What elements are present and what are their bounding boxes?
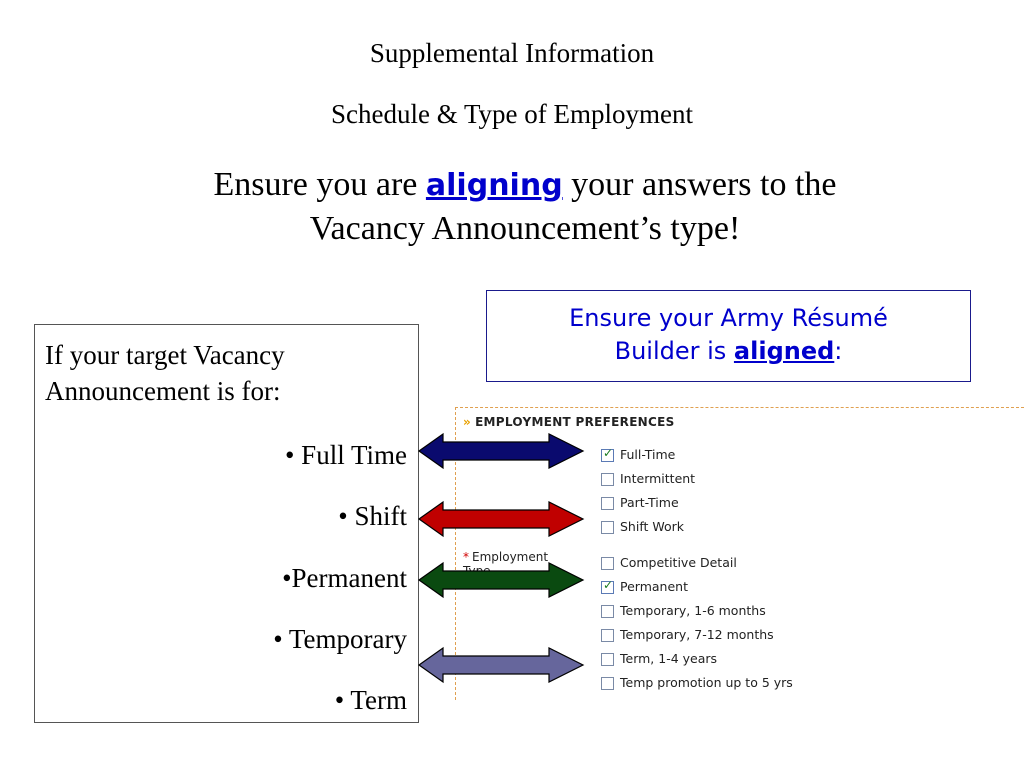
checkbox-permanent[interactable]: ✓ bbox=[601, 578, 614, 594]
employment-preferences-title: EMPLOYMENT PREFERENCES bbox=[475, 415, 675, 429]
double-arrow-full-time-icon bbox=[417, 432, 585, 470]
option-competitive-detail-label: Competitive Detail bbox=[620, 555, 737, 570]
checkbox-temporary-7-12[interactable] bbox=[601, 629, 614, 642]
vacancy-item-shift: • Shift bbox=[338, 501, 407, 531]
builder-line2-prefix: Builder is bbox=[614, 337, 734, 365]
double-chevron-right-icon: » bbox=[463, 415, 472, 429]
option-temporary-7-12-label: Temporary, 7-12 months bbox=[620, 627, 774, 642]
checkmark-icon: ✓ bbox=[603, 446, 614, 460]
headline-text-start: Ensure you are bbox=[213, 166, 426, 203]
checkbox-competitive-detail[interactable] bbox=[601, 557, 614, 570]
employment-preferences-panel: »EMPLOYMENT PREFERENCES : ✓ Full-Time In… bbox=[455, 407, 1024, 700]
headline-text-end: your answers to the bbox=[562, 166, 837, 203]
builder-callout-box: Ensure your Army Résumé Builder is align… bbox=[486, 290, 971, 382]
checkbox-temp-promotion[interactable] bbox=[601, 677, 614, 690]
checkbox-part-time[interactable] bbox=[601, 497, 614, 510]
checkmark-icon: ✓ bbox=[603, 578, 614, 592]
option-shift-work-label: Shift Work bbox=[620, 519, 685, 534]
builder-line1: Ensure your Army Résumé bbox=[569, 304, 888, 332]
vacancy-item-term: • Term bbox=[334, 685, 407, 715]
option-intermittent-label: Intermittent bbox=[620, 471, 696, 486]
aligned-link[interactable]: aligned bbox=[733, 337, 835, 365]
slide-subtitle: Schedule & Type of Employment bbox=[330, 99, 694, 129]
builder-line2: Builder is aligned: bbox=[487, 335, 970, 368]
slide-title: Supplemental Information bbox=[369, 38, 655, 68]
headline: Ensure you are aligning your answers to … bbox=[0, 163, 1024, 250]
vacancy-intro: If your target Vacancy Announcement is f… bbox=[45, 340, 285, 406]
double-arrow-shift-icon bbox=[417, 500, 585, 538]
option-permanent-label: Permanent bbox=[620, 579, 688, 594]
aligning-link[interactable]: aligning bbox=[425, 168, 563, 203]
option-term-1-4-label: Term, 1-4 years bbox=[620, 651, 718, 666]
checkbox-shift-work[interactable] bbox=[601, 521, 614, 534]
required-asterisk: * bbox=[463, 550, 469, 564]
headline-line2: Vacancy Announcement’s type! bbox=[309, 210, 741, 247]
vacancy-item-full-time: • Full Time bbox=[284, 440, 407, 470]
checkbox-intermittent[interactable] bbox=[601, 473, 614, 486]
option-part-time-label: Part-Time bbox=[620, 495, 679, 510]
option-temporary-1-6-label: Temporary, 1-6 months bbox=[620, 603, 766, 618]
vacancy-item-temporary: • Temporary bbox=[273, 624, 407, 654]
checkbox-term-1-4[interactable] bbox=[601, 653, 614, 666]
option-temp-promotion-label: Temp promotion up to 5 yrs bbox=[620, 675, 793, 690]
builder-line2-suffix: : bbox=[834, 337, 843, 365]
option-full-time-label: Full-Time bbox=[620, 447, 676, 462]
vacancy-box: If your target Vacancy Announcement is f… bbox=[34, 324, 419, 723]
double-arrow-permanent-icon bbox=[417, 561, 585, 599]
checkbox-temporary-1-6[interactable] bbox=[601, 605, 614, 618]
vacancy-item-permanent: •Permanent bbox=[282, 563, 407, 593]
employment-preferences-header: »EMPLOYMENT PREFERENCES bbox=[463, 415, 675, 429]
checkbox-full-time[interactable]: ✓ bbox=[601, 446, 614, 462]
double-arrow-term-icon bbox=[417, 646, 585, 684]
